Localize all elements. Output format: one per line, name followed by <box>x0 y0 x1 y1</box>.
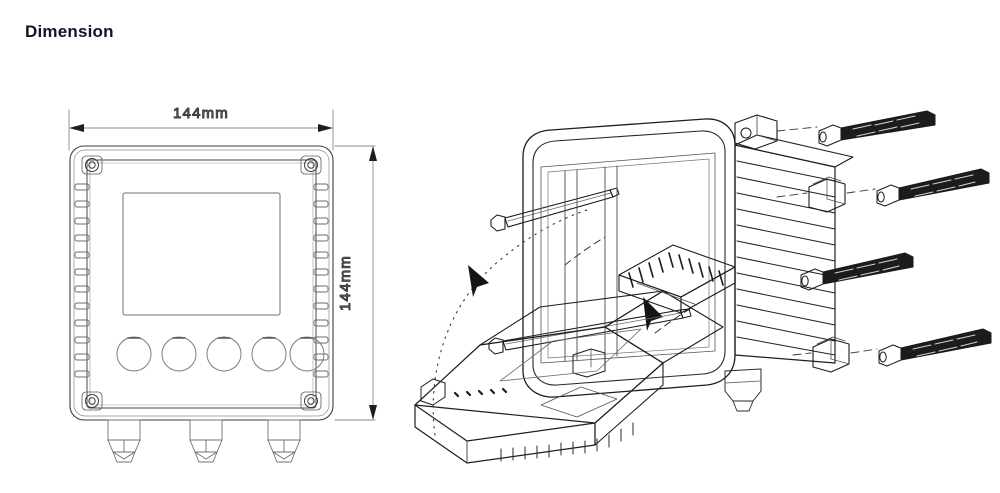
corner-screw-group <box>81 155 322 411</box>
arrowhead-bottom <box>369 405 377 420</box>
enclosure-top-face <box>734 134 854 168</box>
front-button-3 <box>206 336 242 372</box>
mount-bracket-4 <box>812 336 850 373</box>
page-title: Dimension <box>25 22 114 41</box>
wall-anchor-4 <box>878 328 992 367</box>
cover-rim-right <box>594 362 664 446</box>
front-bezel-frame <box>86 159 317 409</box>
terminal-pins <box>628 252 724 288</box>
arrowhead-top <box>369 146 377 161</box>
anchor-dashline-1 <box>776 126 818 132</box>
front-cover-open <box>414 290 724 464</box>
front-button-4 <box>251 336 287 372</box>
gasket-channel <box>540 152 716 364</box>
mount-tab-bottom <box>572 348 606 378</box>
swing-arrow-lower <box>643 297 663 331</box>
anchor-assembly-4 <box>792 328 992 373</box>
gasket-channel-inner <box>547 158 710 359</box>
height-dimension-label: 144mm <box>337 255 354 311</box>
terminal-block <box>618 244 736 314</box>
anchor-dashline-2a <box>776 192 808 198</box>
wall-anchor-3 <box>800 252 914 291</box>
enclosure-outer-shell-inner-offset <box>73 149 330 417</box>
cover-button-marks <box>453 387 508 398</box>
wall-anchor-2 <box>876 168 990 207</box>
vent-slots-right <box>313 183 329 378</box>
corner-screw-bottom-right <box>300 391 322 411</box>
anchor-assembly-2 <box>776 168 990 213</box>
enclosure-front-frame-outer <box>522 118 736 398</box>
cable-gland-iso <box>724 368 762 412</box>
enclosure-interior-ribs <box>564 165 618 362</box>
height-dimension <box>334 145 376 421</box>
mount-tab-top <box>734 114 778 150</box>
cover-swing-path <box>432 208 591 436</box>
anchor-dashline-4b <box>850 348 878 354</box>
anchor-assembly-1 <box>776 110 936 147</box>
mounting-screw-upper <box>490 187 620 232</box>
enclosure-body <box>522 118 854 398</box>
front-view-figure: 144mm 144mm <box>30 88 430 488</box>
corner-screw-top-left <box>81 155 103 175</box>
mount-bracket-2 <box>808 176 846 213</box>
iso-exploded-view-figure <box>405 105 1000 493</box>
screw-guideline-lower <box>654 306 694 334</box>
display-screen <box>122 192 281 316</box>
cable-gland-1 <box>107 419 141 463</box>
anchor-assembly-3 <box>800 252 914 291</box>
width-dimension <box>68 109 334 151</box>
cover-bottom-vents <box>500 422 634 462</box>
enclosure-front-frame-inner <box>532 130 726 386</box>
arrowhead-right <box>318 124 333 132</box>
wall-anchor-1 <box>818 110 936 147</box>
cover-inner-recess <box>499 328 642 382</box>
cover-hinge-stub <box>420 378 446 406</box>
anchor-dashline-2b <box>846 188 876 194</box>
front-bezel-frame-inner <box>89 162 314 406</box>
front-button-2 <box>161 336 197 372</box>
cable-gland-3 <box>267 419 301 463</box>
corner-screw-bottom-left <box>81 391 103 411</box>
cable-gland-group <box>107 419 301 463</box>
arrowhead-left <box>69 124 84 132</box>
corner-screw-top-right <box>300 155 322 175</box>
width-dimension-label: 144mm <box>173 105 229 122</box>
button-row <box>116 336 325 372</box>
anchor-dashline-4a <box>792 352 812 356</box>
swing-arrow-upper <box>468 265 489 297</box>
cover-label-window <box>540 386 618 418</box>
cover-bevel-right <box>604 290 724 364</box>
vent-slots-left <box>74 183 90 378</box>
enclosure-outer-shell <box>69 145 334 421</box>
cable-gland-2 <box>189 419 223 463</box>
cooling-fins <box>736 160 836 356</box>
front-button-1 <box>116 336 152 372</box>
screw-guideline-upper <box>564 236 606 266</box>
cover-rim-front <box>414 404 596 464</box>
